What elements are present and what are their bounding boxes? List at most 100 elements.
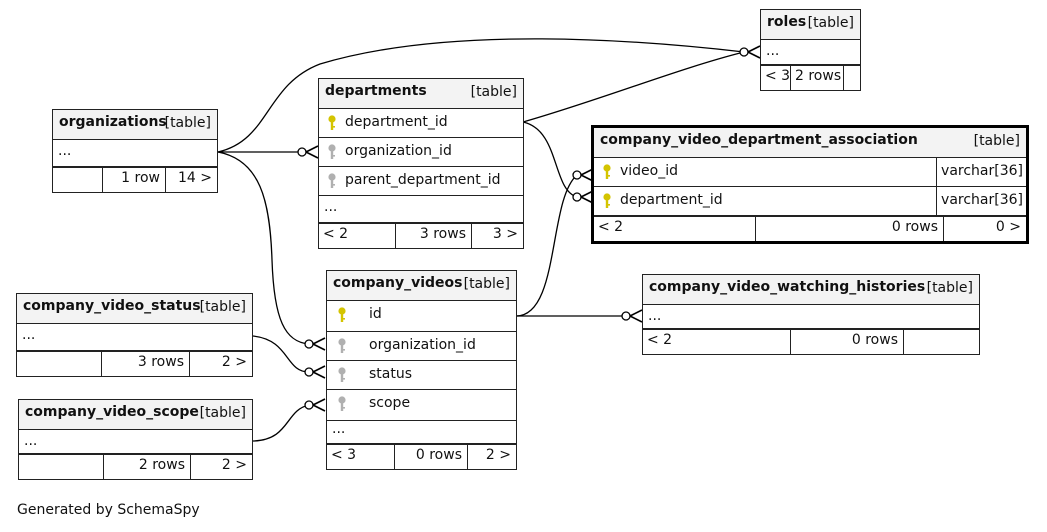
column-row[interactable]: id [327, 301, 516, 332]
table-name: company_video_department_association [600, 132, 918, 148]
table-type-tag: [table] [807, 15, 854, 31]
foreign-key-icon [338, 367, 346, 382]
column-name: department_id [345, 114, 448, 130]
table-header: company_video_status [table] [17, 294, 252, 324]
foreign-key-icon [338, 396, 346, 411]
children-count[interactable]: 2 > [467, 445, 516, 469]
parents-count [17, 352, 101, 376]
table-type-tag: [table] [164, 115, 211, 131]
table-header: departments [table] [319, 79, 523, 109]
edge-status-videos [252, 335, 310, 373]
more-columns-indicator: ... [648, 308, 662, 324]
column-name: organization_id [345, 143, 452, 159]
column-row[interactable]: department_id [319, 109, 523, 138]
more-columns-indicator: ... [766, 43, 780, 59]
column-name: id [369, 306, 382, 322]
table-footer: 1 row 14 > [53, 167, 217, 192]
more-columns-row: ... [761, 40, 860, 65]
table-company-video-watching-histories[interactable]: company_video_watching_histories [table]… [642, 274, 980, 355]
parents-count[interactable]: < 2 [323, 226, 349, 242]
table-name: roles [767, 14, 807, 30]
column-row[interactable]: status [327, 361, 516, 390]
column-row[interactable]: scope [327, 390, 516, 421]
column-name: status [369, 366, 413, 382]
parents-count[interactable]: < 3 [331, 447, 357, 463]
more-columns-indicator: ... [22, 327, 36, 343]
column-name: video_id [620, 163, 679, 179]
more-columns-row: ... [319, 196, 523, 223]
row-count: 3 rows [395, 224, 471, 248]
row-count: 2 rows [103, 455, 190, 479]
edge-videos-association [515, 174, 578, 317]
table-header: company_videos [table] [327, 271, 516, 301]
table-type-tag: [table] [199, 405, 246, 421]
more-columns-row: ... [643, 305, 979, 329]
table-departments[interactable]: departments [table] department_id organi… [318, 78, 524, 249]
crowfoot-icon [305, 145, 319, 159]
table-type-tag: [table] [199, 299, 246, 315]
foreign-key-icon [328, 144, 336, 159]
table-header: company_video_watching_histories [table] [643, 275, 979, 305]
table-header: roles [table] [761, 10, 860, 40]
table-name: company_video_scope [25, 404, 199, 420]
column-row[interactable]: video_id varchar[36] [594, 158, 1026, 187]
parents-count[interactable]: < 3 [765, 68, 791, 84]
column-name: scope [369, 395, 411, 411]
table-footer: < 2 3 rows 3 > [319, 223, 523, 248]
column-type: varchar[36] [936, 158, 1026, 186]
edge-departments-roles [522, 51, 745, 123]
more-columns-row: ... [327, 421, 516, 444]
children-count[interactable]: 2 > [189, 352, 252, 376]
column-name: organization_id [369, 337, 476, 353]
table-footer: 3 rows 2 > [17, 351, 252, 376]
children-count[interactable]: 0 > [943, 217, 1026, 241]
foreign-key-icon [328, 173, 336, 188]
column-row[interactable]: organization_id [327, 332, 516, 361]
table-company-video-department-association[interactable]: company_video_department_association [ta… [591, 125, 1029, 244]
optional-marker-icon [304, 400, 314, 410]
table-type-tag: [table] [470, 84, 517, 100]
optional-marker-icon [304, 367, 314, 377]
table-company-video-status[interactable]: company_video_status [table] ... 3 rows … [16, 293, 253, 377]
children-count[interactable]: 14 > [165, 168, 217, 192]
table-company-videos[interactable]: company_videos [table] id organization_i… [326, 270, 517, 470]
optional-marker-icon [304, 339, 314, 349]
more-columns-indicator: ... [58, 143, 72, 159]
column-row[interactable]: organization_id [319, 138, 523, 167]
children-count[interactable]: 3 > [471, 224, 523, 248]
row-count: 0 rows [755, 217, 943, 241]
column-row[interactable]: department_id varchar[36] [594, 187, 1026, 216]
optional-marker-icon [572, 192, 582, 202]
parents-count[interactable]: < 2 [647, 332, 673, 348]
row-count: 1 row [102, 168, 165, 192]
parents-count [19, 455, 103, 479]
children-count[interactable]: 2 > [190, 455, 252, 479]
primary-key-icon [603, 164, 611, 179]
table-type-tag: [table] [926, 280, 973, 296]
table-name: company_videos [333, 275, 463, 291]
more-columns-indicator: ... [324, 199, 338, 215]
table-organizations[interactable]: organizations [table] ... 1 row 14 > [52, 109, 218, 193]
table-name: departments [325, 83, 427, 99]
table-roles[interactable]: roles [table] ... < 3 2 rows [760, 9, 861, 91]
table-type-tag: [table] [973, 133, 1020, 149]
table-company-video-scope[interactable]: company_video_scope [table] ... 2 rows 2… [18, 399, 253, 480]
edge-departments-association [522, 121, 578, 198]
table-footer: < 2 0 rows [643, 329, 979, 354]
more-columns-row: ... [19, 430, 252, 454]
more-columns-indicator: ... [332, 421, 346, 437]
crowfoot-icon [629, 309, 643, 323]
table-footer: < 2 0 rows 0 > [594, 216, 1026, 241]
column-row[interactable]: parent_department_id [319, 167, 523, 196]
row-count: 0 rows [790, 330, 903, 354]
parents-count[interactable]: < 2 [598, 219, 624, 235]
row-count: 3 rows [101, 352, 189, 376]
more-columns-row: ... [53, 140, 217, 167]
primary-key-icon [328, 115, 336, 130]
row-count: 2 rows [790, 66, 843, 90]
table-header: company_video_scope [table] [19, 400, 252, 430]
primary-key-icon [338, 307, 346, 322]
more-columns-indicator: ... [24, 433, 38, 449]
row-count: 0 rows [394, 445, 467, 469]
table-footer: < 3 2 rows [761, 65, 860, 90]
